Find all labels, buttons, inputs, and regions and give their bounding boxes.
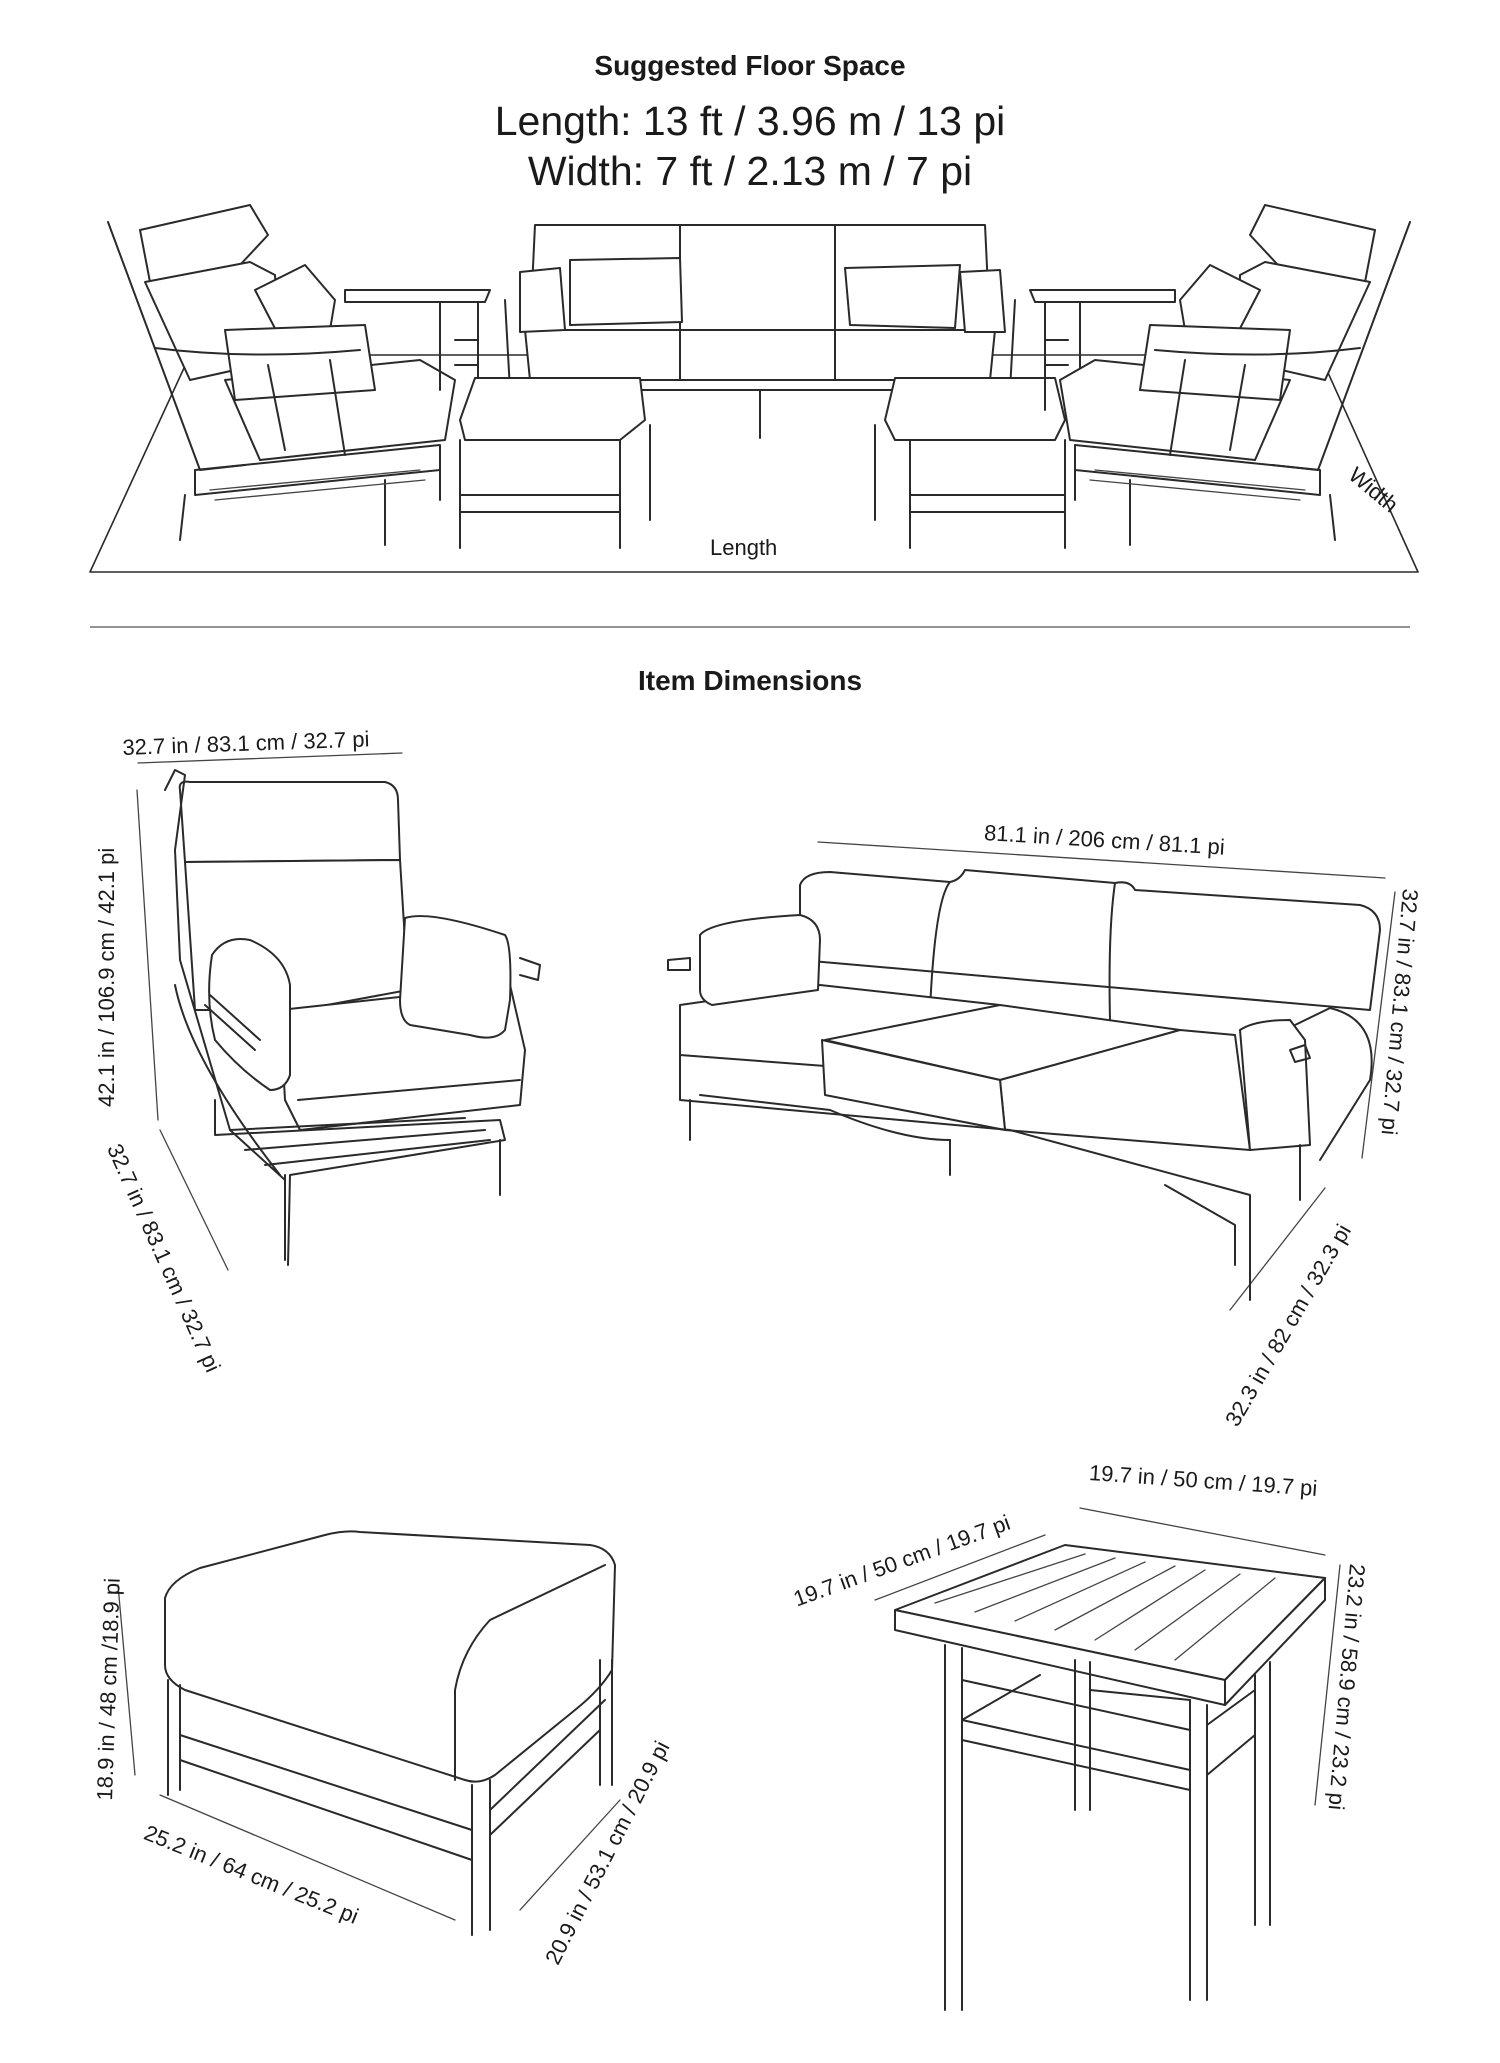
ottoman-dimension-lines — [117, 1584, 621, 1921]
chair-drawing — [164, 769, 541, 1266]
sofa-dimension-lines — [817, 841, 1396, 1311]
floor-length-text: Length: 13 ft / 3.96 m / 13 pi — [494, 98, 1006, 144]
table-drawing — [894, 1544, 1326, 2011]
scene-left-ottoman — [459, 377, 651, 549]
scene-sofa — [504, 224, 1016, 439]
scene-right-ottoman — [874, 377, 1066, 549]
scene-left-table — [344, 289, 491, 411]
ottoman-drawing — [164, 1530, 616, 1936]
sofa-drawing — [667, 869, 1381, 1301]
scene-left-chair — [107, 204, 456, 546]
scene-right-chair — [1059, 204, 1411, 546]
item-dimensions-heading: Item Dimensions — [637, 665, 863, 696]
rug-length-label: Length — [710, 535, 778, 560]
floor-space-heading: Suggested Floor Space — [594, 50, 906, 81]
scene-right-table — [1029, 289, 1176, 411]
floor-width-text: Width: 7 ft / 2.13 m / 7 pi — [527, 148, 973, 194]
chair-dimension-lines — [136, 752, 403, 1271]
chair-height-dimension: 42.1 in / 106.9 cm / 42.1 pi — [94, 847, 119, 1107]
table-dimension-lines — [874, 1507, 1341, 1806]
